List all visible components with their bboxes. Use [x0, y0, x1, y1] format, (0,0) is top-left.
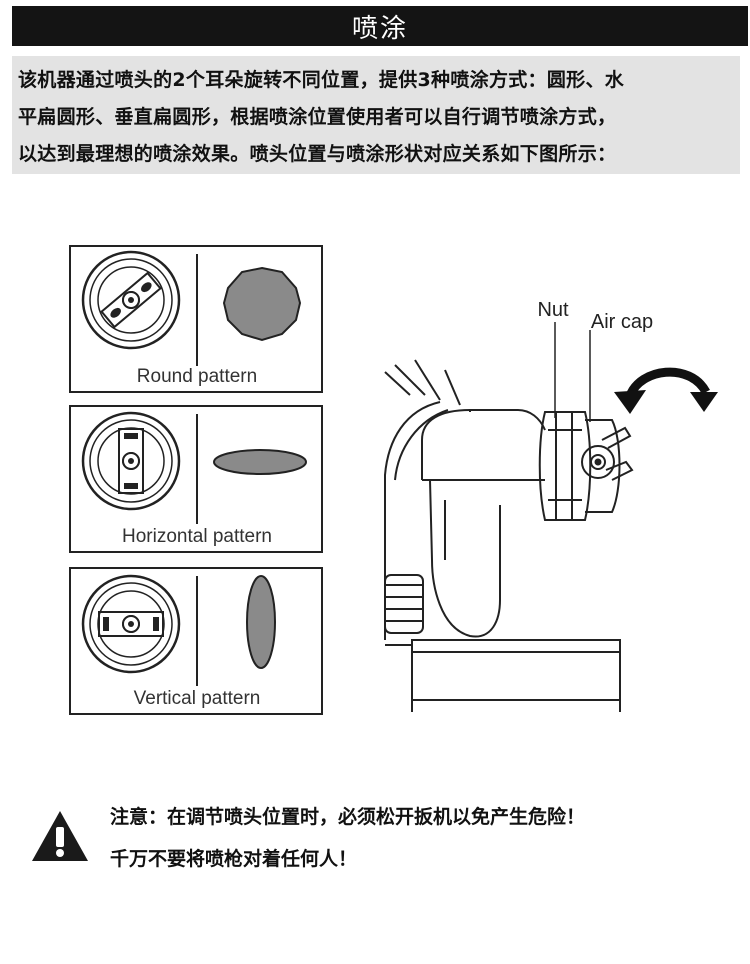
nozzle-horizontal-icon	[81, 411, 181, 511]
vertical-pattern-label: Vertical pattern	[134, 688, 261, 709]
air-cap-label: Air cap	[591, 311, 653, 333]
spray-gun-illustration	[384, 359, 634, 712]
nut-label: Nut	[537, 299, 569, 321]
exclamation-triangle-icon	[32, 811, 88, 861]
horizontal-pattern-label: Horizontal pattern	[122, 526, 272, 547]
round-spray-shape	[222, 266, 302, 342]
nozzle-round-icon	[81, 250, 181, 350]
intro-line-3: 以达到最理想的喷涂效果。喷头位置与喷涂形状对应关系如下图所示：	[18, 143, 617, 165]
intro-line-1: 该机器通过喷头的2个耳朵旋转不同位置，提供3种喷涂方式：圆形、水	[18, 69, 625, 91]
vertical-pattern-panel: Vertical pattern	[69, 567, 323, 715]
round-pattern-panel: Round pattern	[69, 245, 323, 393]
round-pattern-label: Round pattern	[137, 366, 257, 387]
warning-line-1: 注意：在调节喷头位置时，必须松开扳机以免产生危险！	[110, 806, 586, 828]
horizontal-spray-shape	[213, 449, 307, 475]
safety-warning: 注意：在调节喷头位置时，必须松开扳机以免产生危险！ 千万不要将喷枪对着任何人！	[110, 796, 740, 880]
section-header: 喷涂	[12, 6, 748, 46]
intro-line-2: 平扁圆形、垂直扁圆形，根据喷涂位置使用者可以自行调节喷涂方式，	[18, 106, 617, 128]
warning-line-2: 千万不要将喷枪对着任何人！	[110, 848, 358, 870]
intro-paragraph: 该机器通过喷头的2个耳朵旋转不同位置，提供3种喷涂方式：圆形、水 平扁圆形、垂直…	[12, 56, 740, 174]
section-title: 喷涂	[351, 13, 408, 44]
nozzle-vertical-icon	[81, 574, 181, 674]
rotate-arrow-icon	[614, 367, 718, 414]
vertical-spray-shape	[246, 575, 276, 669]
horizontal-pattern-panel: Horizontal pattern	[69, 405, 323, 553]
